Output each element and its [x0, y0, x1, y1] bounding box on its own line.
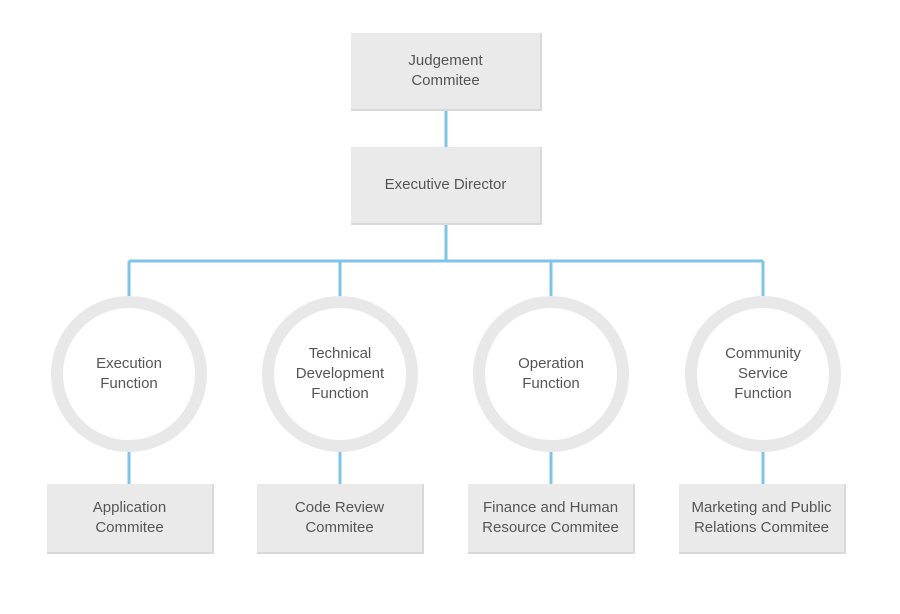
application-committee-label: Application Commitee: [92, 499, 167, 536]
operation-function-node: Operation Function: [473, 296, 629, 452]
finance-hr-committee-box: Finance and Human Resource Commitee: [468, 484, 635, 554]
marketing-pr-committee-box: Marketing and Public Relations Commitee: [679, 484, 846, 554]
code-review-committee-box: Code Review Commitee: [257, 484, 424, 554]
technical-development-function-node: Technical Development Function: [262, 296, 418, 452]
application-committee-box: Application Commitee: [47, 484, 214, 554]
code-review-committee-label: Code Review Commitee: [294, 499, 385, 536]
judgement-committee-box: Judgement Commitee: [351, 33, 542, 111]
community-service-function-node: Community Service Function: [685, 296, 841, 452]
community-service-function-label: Community Service Function: [725, 345, 801, 402]
finance-hr-committee-label: Finance and Human Resource Commitee: [482, 499, 619, 536]
executive-director-box: Executive Director: [351, 147, 542, 225]
executive-director-label: Executive Director: [384, 176, 507, 193]
operation-function-label: Operation Function: [518, 355, 584, 392]
execution-function-label: Execution Function: [96, 355, 162, 392]
technical-development-function-label: Technical Development Function: [295, 345, 385, 402]
marketing-pr-committee-label: Marketing and Public Relations Commitee: [691, 499, 832, 536]
judgement-committee-label: Judgement Commitee: [408, 52, 483, 89]
execution-function-node: Execution Function: [51, 296, 207, 452]
